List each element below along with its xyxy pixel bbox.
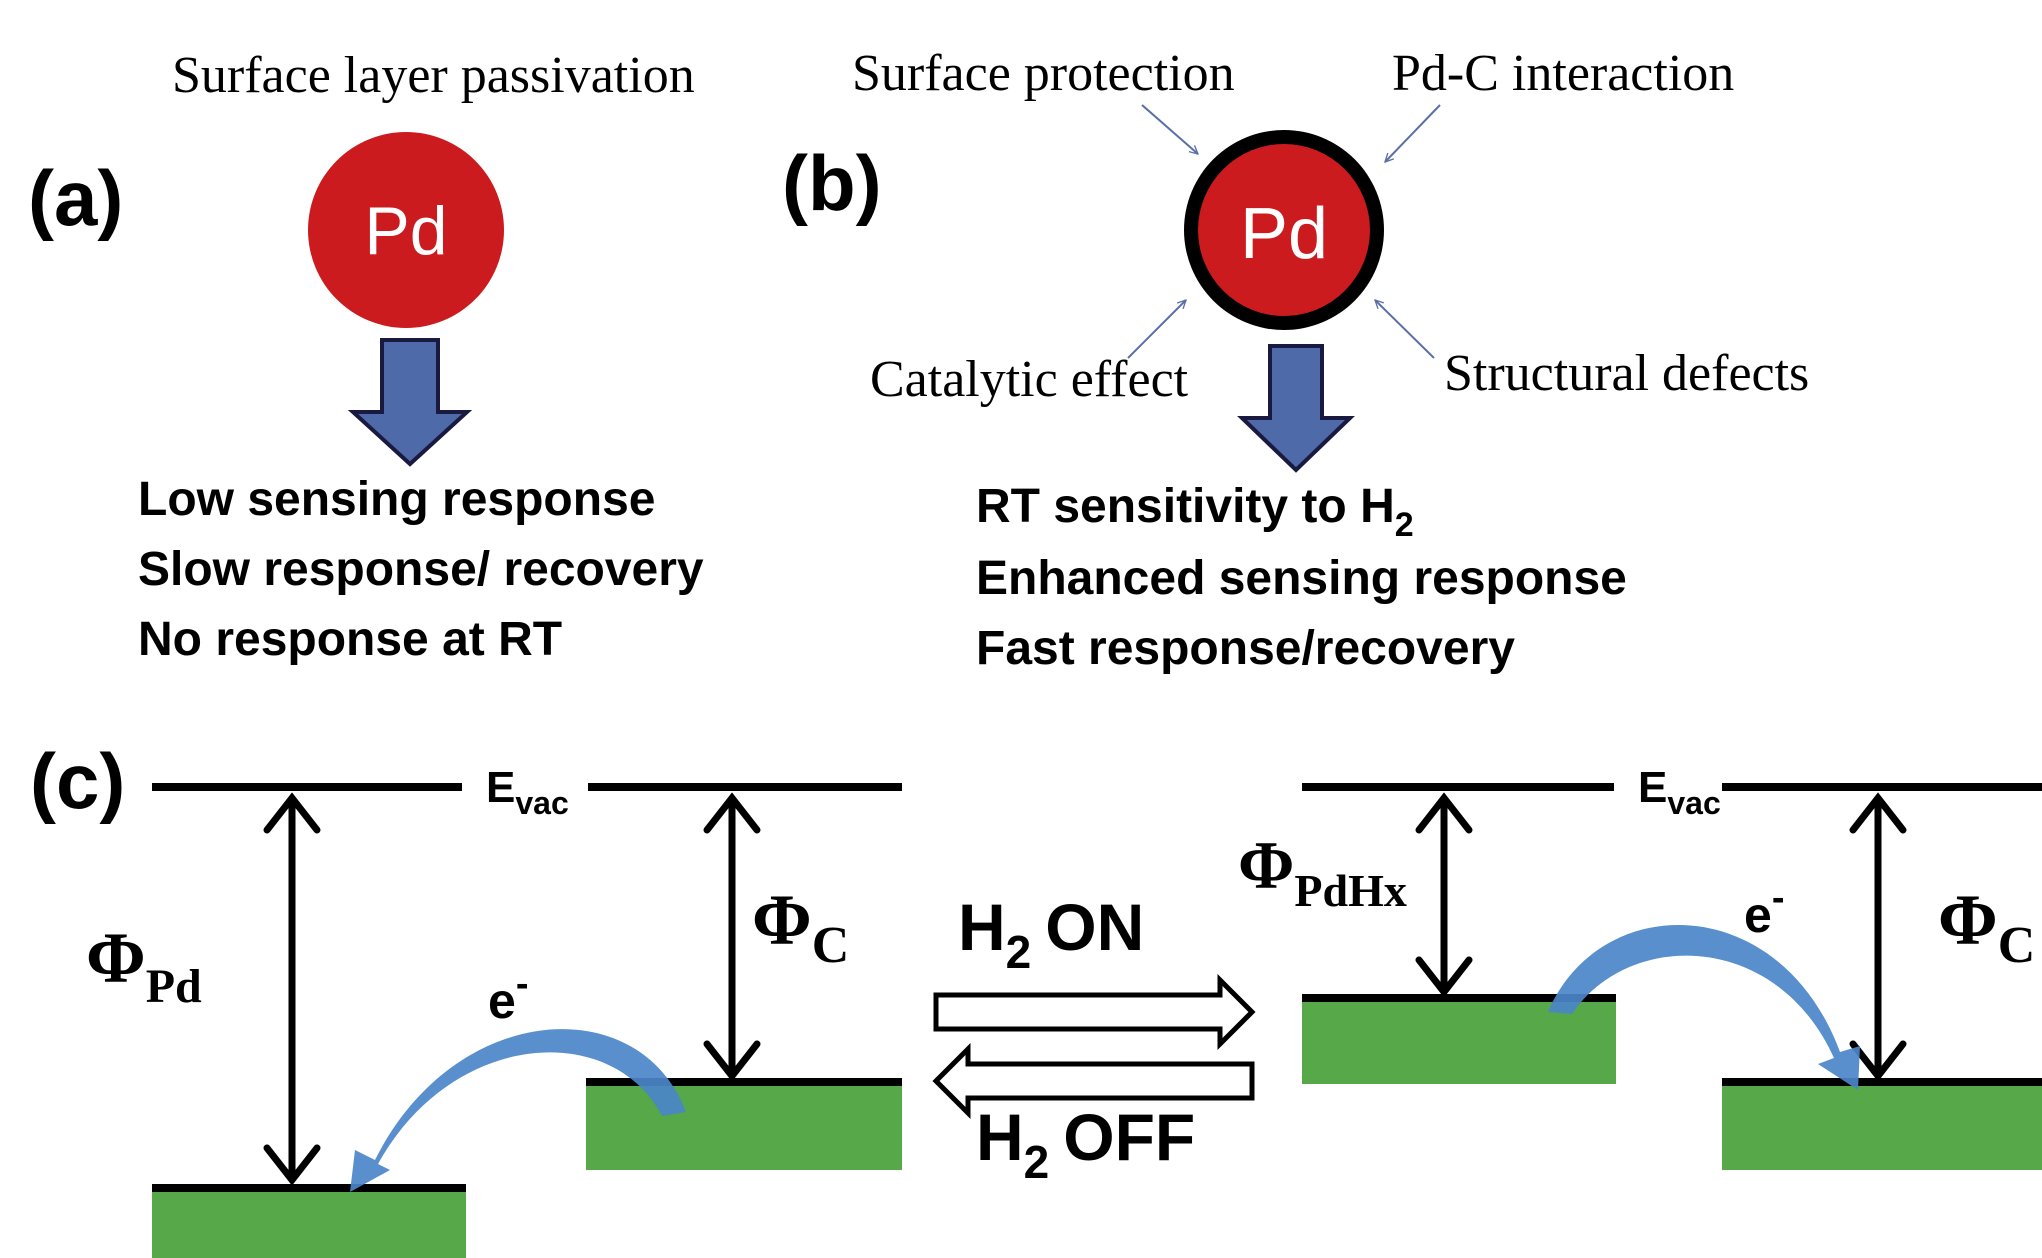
annotation-surface-protection: Surface protection [852, 45, 1235, 102]
panel-b: (b) Surface protection Pd-C interaction … [782, 45, 1809, 675]
carbon-band-left [586, 1082, 902, 1170]
pointer-pdc-interaction [1385, 104, 1441, 162]
result-b-1: RT sensitivity to H2 [976, 480, 1414, 544]
pd-label-b: Pd [1240, 194, 1328, 274]
electron-transfer-curve-right [1548, 924, 1860, 1090]
panel-a-caption: Surface layer passivation [172, 47, 695, 104]
phi-pd-label: ΦPd [86, 918, 202, 1013]
annotation-catalytic-effect: Catalytic effect [870, 351, 1189, 408]
panel-a: (a) Surface layer passivation Pd Low sen… [28, 47, 704, 666]
electron-transfer-curve-left [350, 1029, 686, 1192]
pointer-structural-defects [1375, 300, 1435, 359]
evac-label-right: Evac [1638, 763, 1721, 821]
result-a-3: No response at RT [138, 613, 562, 666]
h2-on-arrow [933, 973, 1256, 1051]
annotation-structural-defects: Structural defects [1444, 345, 1809, 402]
panel-a-label: (a) [28, 154, 123, 242]
panel-b-label: (b) [782, 139, 882, 227]
phi-c-arrow-left [703, 792, 761, 1082]
result-a-2: Slow response/ recovery [138, 543, 704, 596]
pd-particle-a [308, 132, 504, 328]
annotation-pdc-interaction: Pd-C interaction [1392, 45, 1734, 102]
down-arrow-b [1237, 344, 1355, 473]
pd-particle-b [1198, 144, 1370, 316]
pointer-surface-protection [1141, 104, 1198, 154]
down-arrow-a [347, 338, 473, 467]
carbon-band-right [1722, 1082, 2042, 1170]
phi-c-arrow-right [1849, 792, 1907, 1082]
phi-pdhx-label: ΦPdHx [1238, 827, 1407, 916]
pd-band [152, 1188, 466, 1258]
panel-c-label: (c) [30, 737, 125, 825]
phi-pd-arrow [263, 792, 321, 1186]
electron-label-left: e- [488, 963, 528, 1029]
evac-label-left: Evac [486, 763, 569, 821]
h2-off-arrow [932, 1042, 1255, 1120]
phi-c-label-right: ΦC [1938, 880, 2035, 974]
pointer-catalytic-effect [1127, 300, 1186, 359]
result-b-3: Fast response/recovery [976, 622, 1515, 675]
phi-c-label-left: ΦC [752, 880, 849, 974]
pd-label-a: Pd [364, 193, 447, 269]
electron-label-right: e- [1744, 877, 1784, 943]
result-b-2: Enhanced sensing response [976, 552, 1627, 605]
result-a-1: Low sensing response [138, 473, 655, 526]
phi-pdhx-arrow [1415, 792, 1473, 998]
